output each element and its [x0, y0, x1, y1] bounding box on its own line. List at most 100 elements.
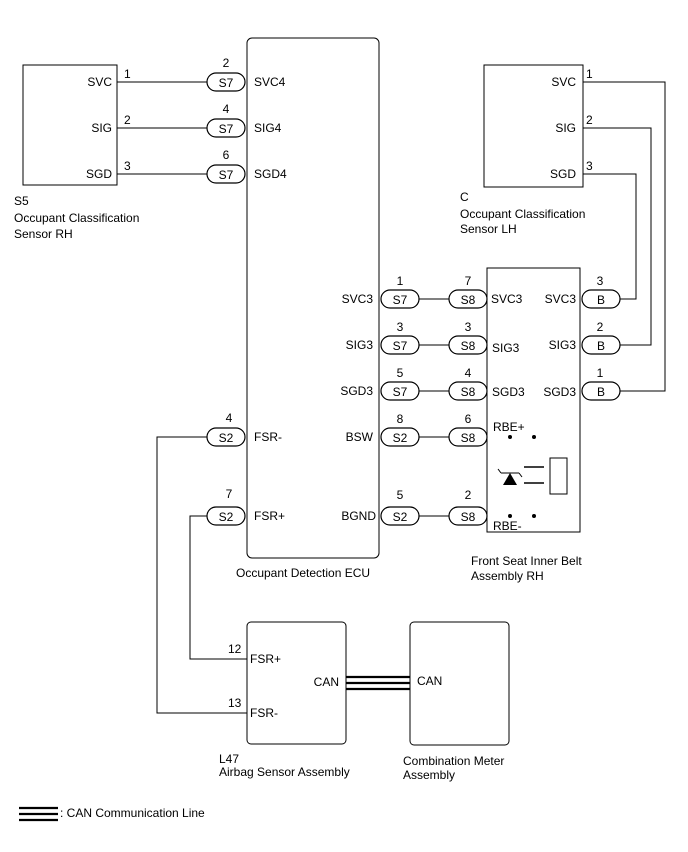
- sensor-rh-pin-label: SGD: [86, 167, 112, 181]
- connector-s8: S8: [461, 293, 476, 307]
- connector-s7: S7: [219, 76, 234, 90]
- ecu-right-pin-label: SIG3: [346, 338, 374, 352]
- sensor-lh-name-line2: Sensor LH: [460, 222, 517, 236]
- connector-pin-number: 7: [226, 487, 233, 501]
- occupant-classification-sensor-rh: SVC SIG SGD 1 2 3 S5 Occupant Classifica…: [14, 64, 139, 241]
- belt-right-pin-label: SVC3: [545, 292, 577, 306]
- connector-s7: S7: [393, 339, 408, 353]
- connector-pin-number: 7: [465, 274, 472, 288]
- airbag-pin-number: 12: [228, 642, 242, 656]
- connector-s2: S2: [219, 431, 234, 445]
- connector-pin-number: 6: [465, 412, 472, 426]
- airbag-pin-label: FSR-: [250, 706, 278, 720]
- sensor-lh-pin-number: 3: [586, 159, 593, 173]
- meter-can-label: CAN: [417, 674, 442, 688]
- belt-left-pin-label: SVC3: [491, 292, 523, 306]
- connector-pin-number: 4: [223, 102, 230, 116]
- sensor-lh-name-line1: Occupant Classification: [460, 207, 585, 221]
- connector-b: B: [597, 293, 605, 307]
- connector-b: B: [597, 385, 605, 399]
- occupant-detection-ecu: SVC4 SIG4 SGD4 FSR- FSR+ SVC3 SIG3 SGD3 …: [236, 37, 380, 580]
- combination-meter-assembly: CAN Combination Meter Assembly: [403, 621, 510, 782]
- sensor-rh-pin-number: 1: [124, 67, 131, 81]
- ecu-right-pin-label: SVC3: [342, 292, 374, 306]
- connector-b: B: [597, 339, 605, 353]
- meter-name-line1: Combination Meter: [403, 754, 504, 768]
- connector-pin-number: 8: [397, 412, 404, 426]
- sensor-rh-pin-number: 3: [124, 159, 131, 173]
- connector-pin-number: 1: [597, 366, 604, 380]
- ecu-left-pin-label: SGD4: [254, 167, 287, 181]
- ecu-right-pin-label: BSW: [346, 430, 374, 444]
- ecu-left-pin-label: FSR+: [254, 509, 285, 523]
- sensor-lh-pin-number: 1: [586, 67, 593, 81]
- connector-s8: S8: [461, 431, 476, 445]
- can-bus-line: [346, 675, 410, 691]
- airbag-pin-number: 13: [228, 696, 242, 710]
- occupant-classification-sensor-lh: SVC SIG SGD 1 2 3 C Occupant Classificat…: [460, 64, 593, 236]
- sensor-lh-pin-label: SVC: [551, 75, 576, 89]
- belt-left-pin-label: SGD3: [492, 385, 525, 399]
- connector-s7: S7: [393, 293, 408, 307]
- connector-pin-number: 5: [397, 366, 404, 380]
- belt-name-line2: Assembly RH: [471, 569, 544, 583]
- ecu-right-pin-label: SGD3: [340, 384, 373, 398]
- airbag-can-label: CAN: [314, 675, 339, 689]
- ecu-left-pin-label: SIG4: [254, 121, 282, 135]
- ecu-right-pin-label: BGND: [341, 509, 376, 523]
- belt-left-pin-label: RBE-: [493, 519, 522, 533]
- connector-pin-number: 3: [397, 320, 404, 334]
- connector-s7: S7: [219, 122, 234, 136]
- connector-pin-number: 3: [465, 320, 472, 334]
- sensor-lh-pin-label: SGD: [550, 167, 576, 181]
- legend: : CAN Communication Line: [19, 806, 205, 822]
- sensor-lh-code: C: [460, 190, 469, 204]
- connector-pin-number: 2: [465, 488, 472, 502]
- connector-pin-number: 6: [223, 148, 230, 162]
- front-seat-inner-belt-assembly: SVC3 SIG3 SGD3 RBE+ RBE- SVC3 SIG3 SGD3 …: [471, 267, 582, 583]
- connector-s8: S8: [461, 385, 476, 399]
- sensor-rh-pin-label: SVC: [87, 75, 112, 89]
- sensor-rh-code: S5: [14, 194, 29, 208]
- airbag-pin-label: FSR+: [250, 652, 281, 666]
- connector-pin-number: 3: [597, 274, 604, 288]
- connector-pin-number: 4: [226, 411, 233, 425]
- connector-s7: S7: [219, 168, 234, 182]
- connector-pin-number: 2: [597, 320, 604, 334]
- belt-left-connectors: S8 7 S8 3 S8 4 S8 6 S8 2: [448, 274, 488, 526]
- sensor-rh-pin-number: 2: [124, 113, 131, 127]
- belt-left-pin-label: SIG3: [492, 341, 520, 355]
- airbag-name: Airbag Sensor Assembly: [219, 765, 350, 779]
- connector-s8: S8: [461, 339, 476, 353]
- belt-right-connectors: B 3 B 2 B 1: [581, 274, 621, 401]
- resistor-icon: [549, 457, 568, 495]
- connector-pin-number: 1: [397, 274, 404, 288]
- ecu-left-pin-label: SVC4: [254, 75, 286, 89]
- connector-pin-number: 2: [223, 56, 230, 70]
- ecu-left-pin-label: FSR-: [254, 430, 282, 444]
- belt-left-pin-label: RBE+: [493, 420, 525, 434]
- connector-pin-number: 4: [465, 366, 472, 380]
- sensor-lh-pin-label: SIG: [555, 121, 576, 135]
- connector-s2: S2: [219, 510, 234, 524]
- belt-right-pin-label: SIG3: [549, 338, 577, 352]
- connector-s2: S2: [393, 431, 408, 445]
- legend-text: : CAN Communication Line: [60, 806, 205, 820]
- connector-s8: S8: [461, 510, 476, 524]
- connector-s2: S2: [393, 510, 408, 524]
- ecu-right-connectors: S7 1 S7 3 S7 5 S2 8 S2 5: [380, 274, 420, 526]
- sensor-rh-name-line1: Occupant Classification: [14, 211, 139, 225]
- belt-right-pin-label: SGD3: [543, 385, 576, 399]
- airbag-sensor-assembly: FSR+ FSR- 12 13 CAN L47 Airbag Sensor As…: [219, 621, 350, 779]
- diode-icon: [503, 473, 517, 485]
- sensor-rh-pin-label: SIG: [91, 121, 112, 135]
- belt-name-line1: Front Seat Inner Belt: [471, 554, 582, 568]
- sensor-rh-name-line2: Sensor RH: [14, 227, 73, 241]
- ecu-left-connectors: S7 2 S7 4 S7 6 S2 4 S2 7: [206, 56, 246, 526]
- connector-s7: S7: [393, 385, 408, 399]
- airbag-code: L47: [219, 752, 239, 766]
- meter-name-line2: Assembly: [403, 768, 455, 782]
- ecu-name: Occupant Detection ECU: [236, 566, 370, 580]
- connector-pin-number: 5: [397, 488, 404, 502]
